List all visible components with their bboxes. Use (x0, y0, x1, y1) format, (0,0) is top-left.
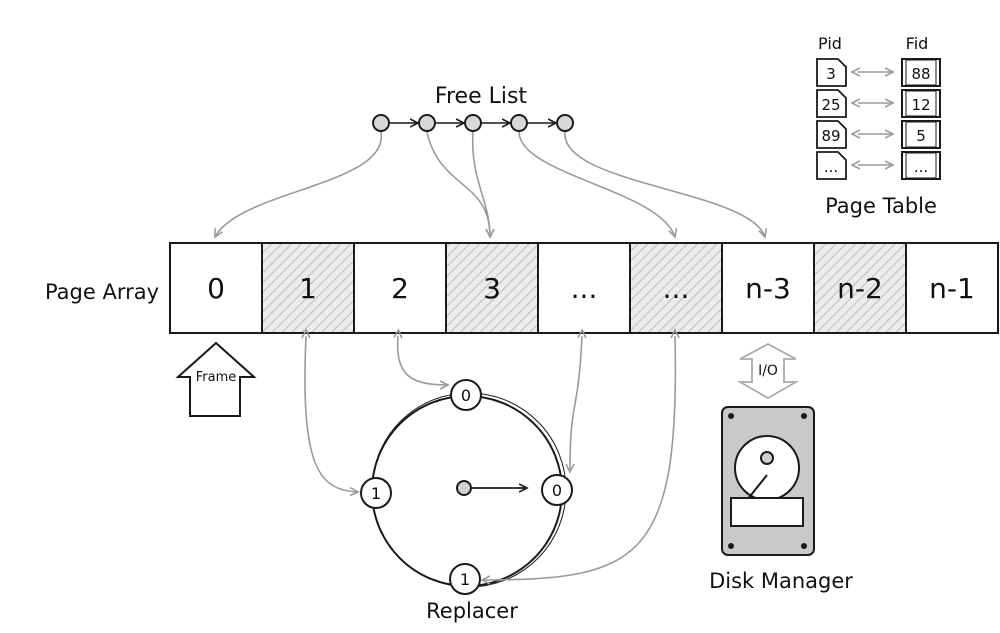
free-list-node (510, 114, 528, 132)
page-array-cell-label: 1 (299, 272, 317, 305)
page-array-cell-bg (905, 242, 999, 334)
page-table-row: 25 12 (816, 89, 941, 118)
page-array-cell: n-2 (813, 242, 907, 334)
page-array-cell-label: 3 (483, 272, 501, 305)
frame-box-inner (905, 121, 937, 148)
page-array-cell-label: ... (571, 272, 598, 305)
page-table-pid: ... (824, 158, 838, 176)
free-list-label: Free List (435, 84, 528, 109)
io-double-arrow-icon (736, 342, 800, 400)
clock-node-left-value: 1 (371, 484, 381, 503)
free-list-node (464, 114, 482, 132)
frame-arrow-icon (175, 341, 257, 417)
page-array-cell: 1 (261, 242, 355, 334)
clock-node-right: 0 (541, 474, 573, 506)
io-label: I/O (758, 363, 778, 379)
disk-manager-label: Disk Manager (709, 569, 853, 593)
free-list-nodes (372, 114, 574, 132)
page-table-pid: 3 (826, 65, 836, 83)
page-array-cell: 3 (445, 242, 539, 334)
replacer: 0 0 1 1 Replacer (360, 379, 573, 623)
frame-box (901, 120, 941, 149)
page-array-cells: 0 1 2 3...... n-3 n-2 n-1 (169, 242, 999, 334)
page-icon (816, 151, 847, 180)
page-table-row: ...... (816, 151, 941, 180)
page-table-pid: 89 (821, 127, 840, 145)
page-array-cell: 0 (169, 242, 263, 334)
free-list-node (556, 114, 574, 132)
frame-box-inner (905, 59, 937, 86)
page-array-cell-shaded-bg (813, 242, 907, 334)
page-array-cell-label: n-1 (929, 272, 975, 305)
free-list: Free List (215, 84, 765, 237)
page-table-pid: 25 (821, 96, 840, 114)
frame-label: Frame (196, 370, 237, 385)
page-array-cell-label: 0 (207, 272, 225, 305)
io-pointer: I/O (736, 342, 800, 400)
page-table-fid: 88 (911, 65, 930, 83)
page-table-fid: 12 (911, 96, 930, 114)
frame-box (901, 89, 941, 118)
page-array-cell-shaded-bg (261, 242, 355, 334)
page-array-cell-bg (537, 242, 631, 334)
page-array-cell-label: 2 (391, 272, 409, 305)
page-array-cell-label: ... (663, 272, 690, 305)
page-array-cell: ... (629, 242, 723, 334)
frame-box (901, 58, 941, 87)
frame-pointer: Frame (175, 341, 257, 417)
page-array-cell: ... (537, 242, 631, 334)
page-table-fid-header: Fid (906, 34, 929, 53)
replacer-label: Replacer (426, 599, 518, 623)
hard-drive-icon (721, 406, 815, 556)
page-array-cell-shaded-bg (445, 242, 539, 334)
page-table-row: 3 88 (816, 58, 941, 87)
page-array-cell-label: n-2 (837, 272, 883, 305)
clock-node-bottom-value: 1 (460, 570, 470, 589)
clock-node-right-value: 0 (552, 481, 562, 500)
page-table-rows: 3 88 25 12 89 5...... (816, 58, 941, 180)
page-table-pid-header: Pid (818, 34, 842, 53)
page-array-cell-label: n-3 (745, 272, 791, 305)
page-array: Page Array 0 1 2 3...... n-3 n-2 n-1 (45, 242, 999, 334)
frame-box-inner (905, 90, 937, 117)
page-table-fid: ... (914, 158, 928, 176)
page-array-cell: 2 (353, 242, 447, 334)
page-icon (816, 120, 847, 149)
page-array-cell: n-1 (905, 242, 999, 334)
clock-node-top: 0 (450, 379, 482, 411)
disk-manager: Disk Manager (709, 406, 853, 593)
page-array-label: Page Array (45, 280, 159, 304)
clock-node-bottom: 1 (449, 563, 481, 595)
page-array-cell-bg (721, 242, 815, 334)
free-list-node (418, 114, 436, 132)
frame-box (901, 151, 941, 180)
page-array-cell-bg (169, 242, 263, 334)
free-list-arrows (215, 131, 765, 237)
page-array-cell-bg (353, 242, 447, 334)
page-table-title: Page Table (825, 194, 937, 218)
replacer-links (305, 336, 675, 580)
page-array-cell: n-3 (721, 242, 815, 334)
frame-box-inner (905, 152, 937, 179)
page-icon (816, 58, 847, 87)
page-table: Pid Fid 3 88 25 12 89 5...... Page Table (816, 34, 941, 218)
page-table-fid: 5 (916, 127, 926, 145)
free-list-node (372, 114, 390, 132)
page-icon (816, 89, 847, 118)
clock-hand-pivot (456, 480, 472, 496)
clock-node-left: 1 (360, 477, 392, 509)
page-table-row: 89 5 (816, 120, 941, 149)
clock-node-top-value: 0 (461, 386, 471, 405)
